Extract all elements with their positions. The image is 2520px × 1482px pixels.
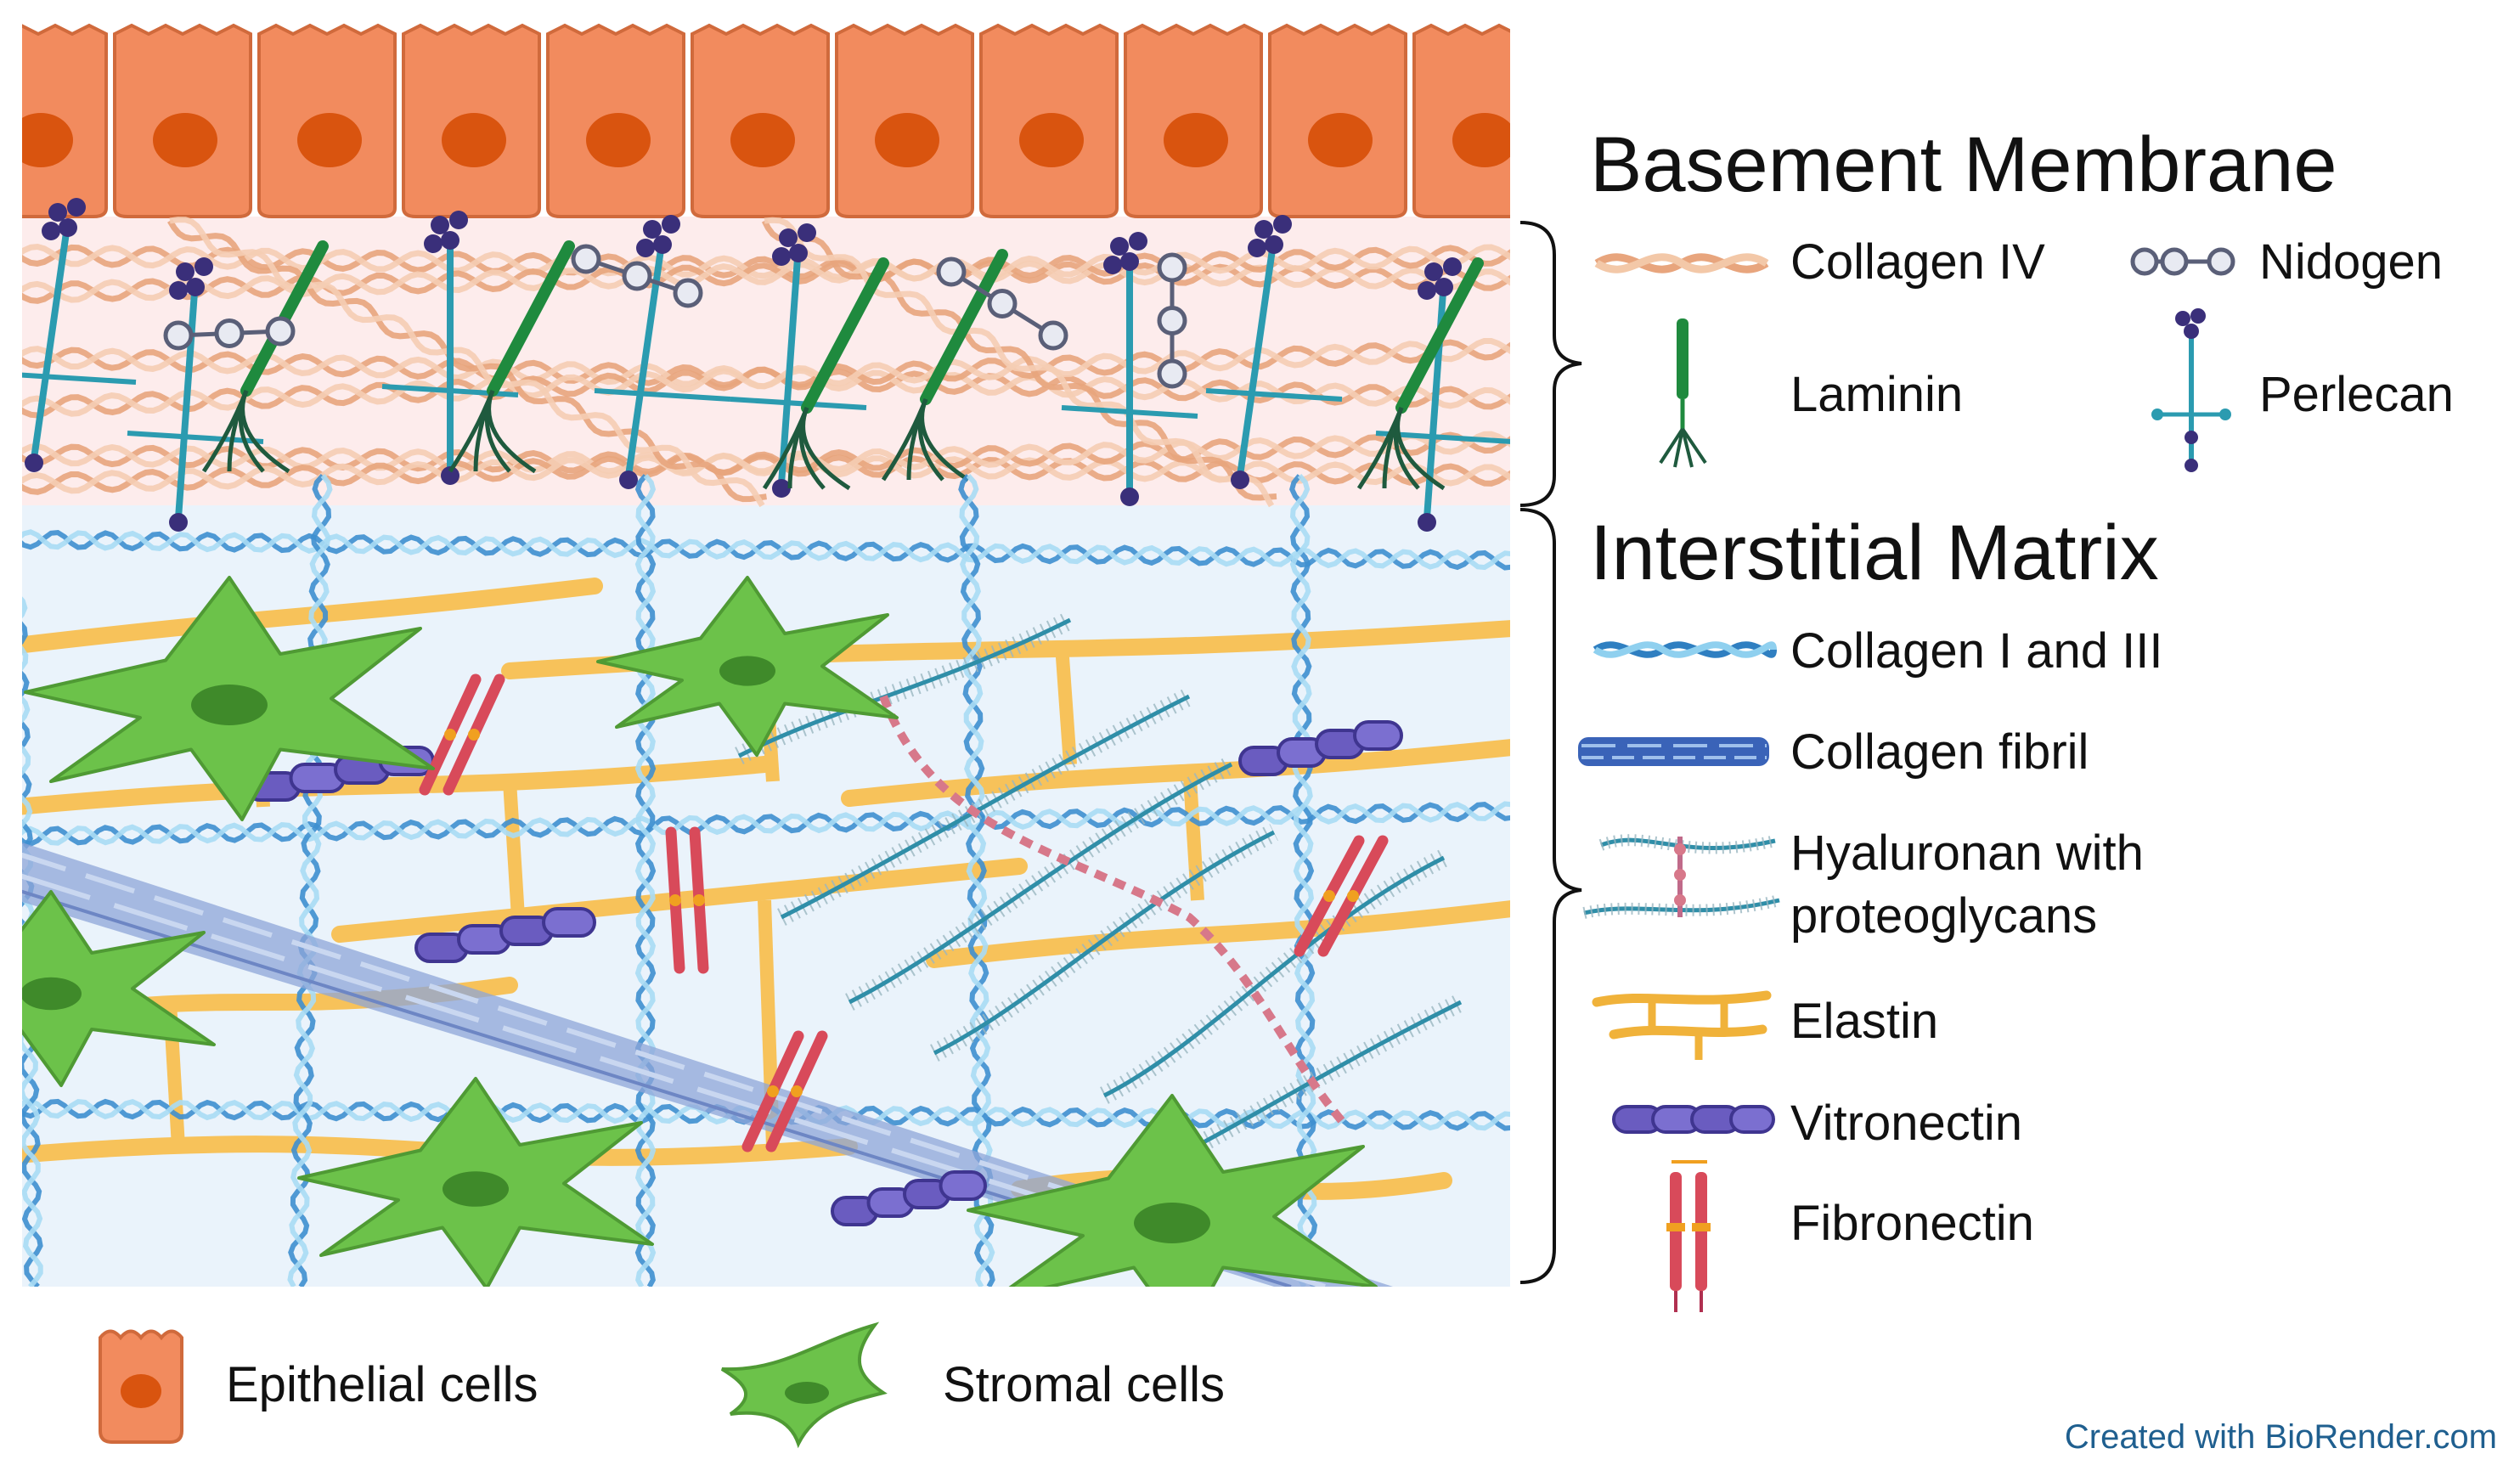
fibronectin-molecule: [665, 826, 709, 974]
laminin-legend-icon: [1659, 318, 1707, 468]
laminin-molecule: [448, 240, 575, 474]
elastin-label: Elastin: [1790, 994, 1938, 1049]
basement-membrane-brace: [1519, 221, 1582, 507]
perlecan-molecule: [730, 223, 867, 498]
collagen-iv-label: Collagen IV: [1790, 234, 2045, 290]
epithelial-cell: [1268, 23, 1407, 218]
nidogen-molecule: [163, 316, 296, 351]
collagen-i-iii-legend-icon: [1593, 641, 1777, 658]
hyaluronan-label-line2: proteoglycans: [1790, 888, 2097, 944]
perlecan-molecule: [1205, 215, 1343, 489]
epithelial-cell: [546, 23, 685, 218]
epithelial-cell-row: [22, 23, 1510, 218]
laminin-molecule: [881, 249, 1008, 482]
perlecan-molecule: [127, 257, 264, 532]
nidogen-molecule: [936, 256, 1068, 351]
hyaluronan-legend-icon: [1582, 834, 1781, 919]
perlecan-molecule: [22, 198, 137, 472]
collagen-i-iii-label: Collagen I and III: [1790, 623, 2163, 679]
perlecan-molecule: [1061, 232, 1198, 506]
stromal-cell: [967, 1094, 1378, 1287]
nidogen-label: Nidogen: [2259, 234, 2443, 290]
epithelial-cell: [835, 23, 974, 218]
vitronectin-label: Vitronectin: [1790, 1096, 2022, 1151]
fibronectin-label: Fibronectin: [1790, 1196, 2034, 1251]
fibronectin-molecules: [419, 673, 1389, 1152]
perlecan-molecule: [594, 215, 731, 489]
stromal-cell-legend-icon: [720, 1321, 888, 1449]
fibronectin-legend-icon: [1666, 1160, 1711, 1312]
epithelial-cell: [1412, 23, 1510, 218]
stromal-cells: [22, 576, 1378, 1287]
epithelial-cell: [113, 23, 252, 218]
epithelial-cell: [979, 23, 1119, 218]
elastin-legend-icon: [1592, 990, 1772, 1060]
basement-membrane-title: Basement Membrane: [1590, 121, 2337, 208]
laminin-molecule: [762, 257, 889, 491]
collagen-iv-legend-icon: [1594, 253, 1769, 273]
stromal-cell: [22, 890, 216, 1087]
hyaluronan-label-line1: Hyaluronan with: [1790, 826, 2144, 881]
nidogen-molecule: [571, 244, 703, 308]
epithelial-cell-legend-icon: [99, 1329, 183, 1444]
fibronectin-molecule: [1294, 835, 1389, 957]
vitronectin-molecule: [831, 1170, 987, 1226]
perlecan-legend-icon: [2151, 308, 2231, 472]
stromal-cell: [24, 576, 435, 821]
epithelial-cell: [1124, 23, 1263, 218]
epithelial-cell: [691, 23, 830, 218]
nidogen-legend-icon: [2130, 247, 2235, 276]
interstitial-matrix-title: Interstitial Matrix: [1590, 510, 2159, 596]
laminin-label: Laminin: [1790, 367, 1963, 422]
hyaluronan-network: [735, 611, 1465, 1181]
nidogen-molecule: [1157, 252, 1187, 389]
stromal-cell: [596, 576, 899, 757]
vitronectin-molecule: [1238, 720, 1403, 776]
vitronectin-legend-icon: [1612, 1105, 1775, 1134]
collagen-fibril-legend-icon: [1578, 737, 1769, 766]
illustration-panel: [22, 23, 1510, 1287]
collagen-fibril-label: Collagen fibril: [1790, 724, 2089, 780]
stromal-cell: [297, 1077, 654, 1287]
laminin-molecule: [1356, 257, 1484, 491]
epithelial-cell: [402, 23, 541, 218]
stromal-cells-label: Stromal cells: [943, 1357, 1225, 1412]
epithelial-cell: [22, 23, 108, 218]
biorender-credit: Created with BioRender.com: [2065, 1418, 2497, 1456]
epithelial-cell: [257, 23, 397, 218]
fibronectin-molecule: [741, 1030, 828, 1152]
interstitial-matrix-brace: [1519, 508, 1582, 1284]
fibronectin-molecule: [419, 673, 505, 796]
basement-membrane-molecules: [22, 198, 1510, 532]
epithelial-cells-label: Epithelial cells: [226, 1357, 538, 1412]
vitronectin-molecule: [414, 907, 596, 963]
perlecan-label: Perlecan: [2259, 367, 2454, 422]
